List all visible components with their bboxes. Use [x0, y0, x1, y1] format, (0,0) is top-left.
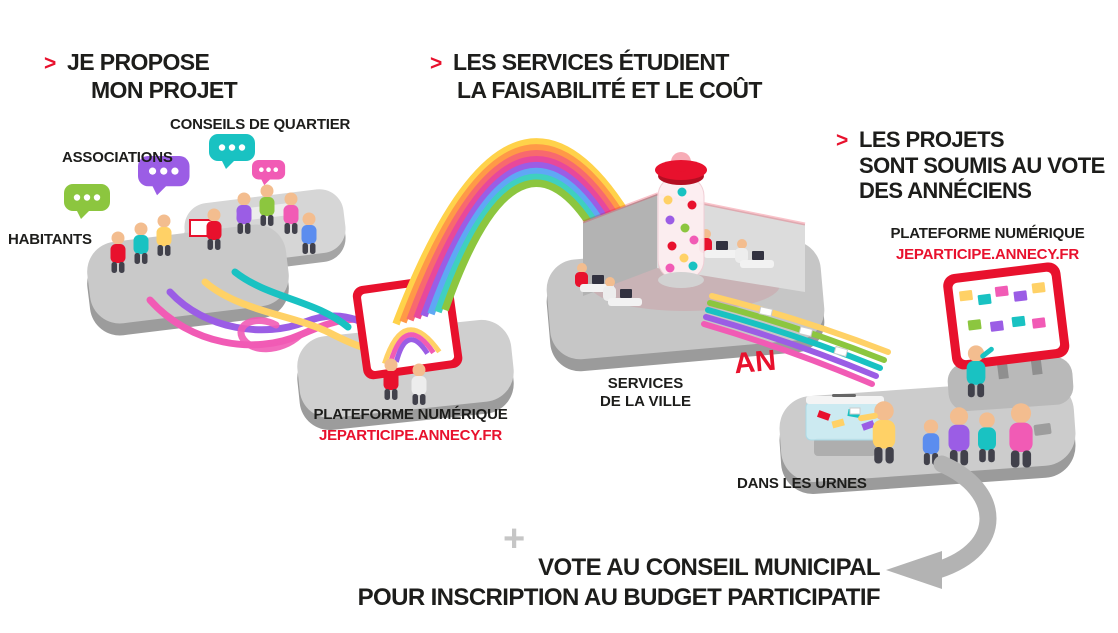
speech-bubble-pink-icon: [252, 160, 286, 186]
desk-worker: [603, 277, 642, 306]
label-conseils-de-quartier: CONSEILS DE QUARTIER: [170, 116, 351, 133]
step1-title: > JE PROPOSE MON PROJET: [44, 49, 238, 104]
footer-line1: VOTE AU CONSEIL MUNICIPAL: [538, 554, 881, 581]
step1-marker: >: [44, 52, 56, 75]
step2-title-line2: LA FAISABILITÉ ET LE COÛT: [457, 77, 762, 103]
speech-bubble-green-icon: [64, 184, 110, 219]
rainbow-arc-icon: [392, 138, 662, 326]
step3-title-line2: SONT SOUMIS AU VOTE: [859, 153, 1105, 178]
step3-title-line3: DES ANNÉCIENS: [859, 178, 1032, 203]
step3-title: > LES PROJETS SONT SOUMIS AU VOTE DES ANN…: [836, 127, 1105, 203]
desk-worker: [735, 239, 774, 268]
platform1-url: JEPARTICIPE.ANNECY.FR: [318, 427, 503, 444]
label-habitants: HABITANTS: [8, 231, 92, 248]
citizens-group: [110, 184, 317, 273]
voters-queue: [849, 401, 1052, 468]
platform1-name: PLATEFORME NUMÉRIQUE: [313, 406, 508, 423]
footer-line2: POUR INSCRIPTION AU BUDGET PARTICIPATIF: [357, 584, 881, 611]
step2-title-line1: LES SERVICES ÉTUDIENT: [453, 49, 729, 75]
digital-platform-label-1: PLATEFORME NUMÉRIQUE JEPARTICIPE.ANNECY.…: [283, 406, 538, 444]
services-line2: DE LA VILLE: [599, 393, 692, 410]
plus-icon: +: [503, 518, 526, 560]
step1-title-line1: JE PROPOSE: [67, 49, 210, 75]
voting-scene: [779, 262, 1076, 494]
step3-marker: >: [836, 129, 848, 152]
platform2-url: JEPARTICIPE.ANNECY.FR: [895, 246, 1080, 263]
step2-marker: >: [430, 52, 442, 75]
platform2-name: PLATEFORME NUMÉRIQUE: [890, 225, 1085, 242]
curved-arrow-icon: [886, 455, 997, 589]
step1-title-line2: MON PROJET: [91, 77, 238, 103]
step2-title: > LES SERVICES ÉTUDIENT LA FAISABILITÉ ET…: [430, 49, 762, 104]
ballot-conveyor-icon: [701, 293, 891, 387]
ballot-box-icon: [805, 394, 885, 456]
label-associations: ASSOCIATIONS: [62, 149, 173, 166]
label-services-de-la-ville: SERVICES DE LA VILLE: [583, 375, 708, 411]
ideas-tube-icon: [655, 152, 707, 288]
label-dans-les-urnes: DANS LES URNES: [737, 475, 867, 492]
speech-bubble-teal-icon: [209, 134, 255, 169]
building-sign-text: AN: [733, 345, 778, 381]
digital-platform-label-2: PLATEFORME NUMÉRIQUE JEPARTICIPE.ANNECY.…: [870, 225, 1105, 263]
step3-title-line1: LES PROJETS: [859, 127, 1005, 152]
footer-conclusion: VOTE AU CONSEIL MUNICIPAL POUR INSCRIPTI…: [335, 553, 881, 613]
services-line1: SERVICES: [607, 375, 684, 392]
results-screen-icon: [943, 262, 1070, 380]
